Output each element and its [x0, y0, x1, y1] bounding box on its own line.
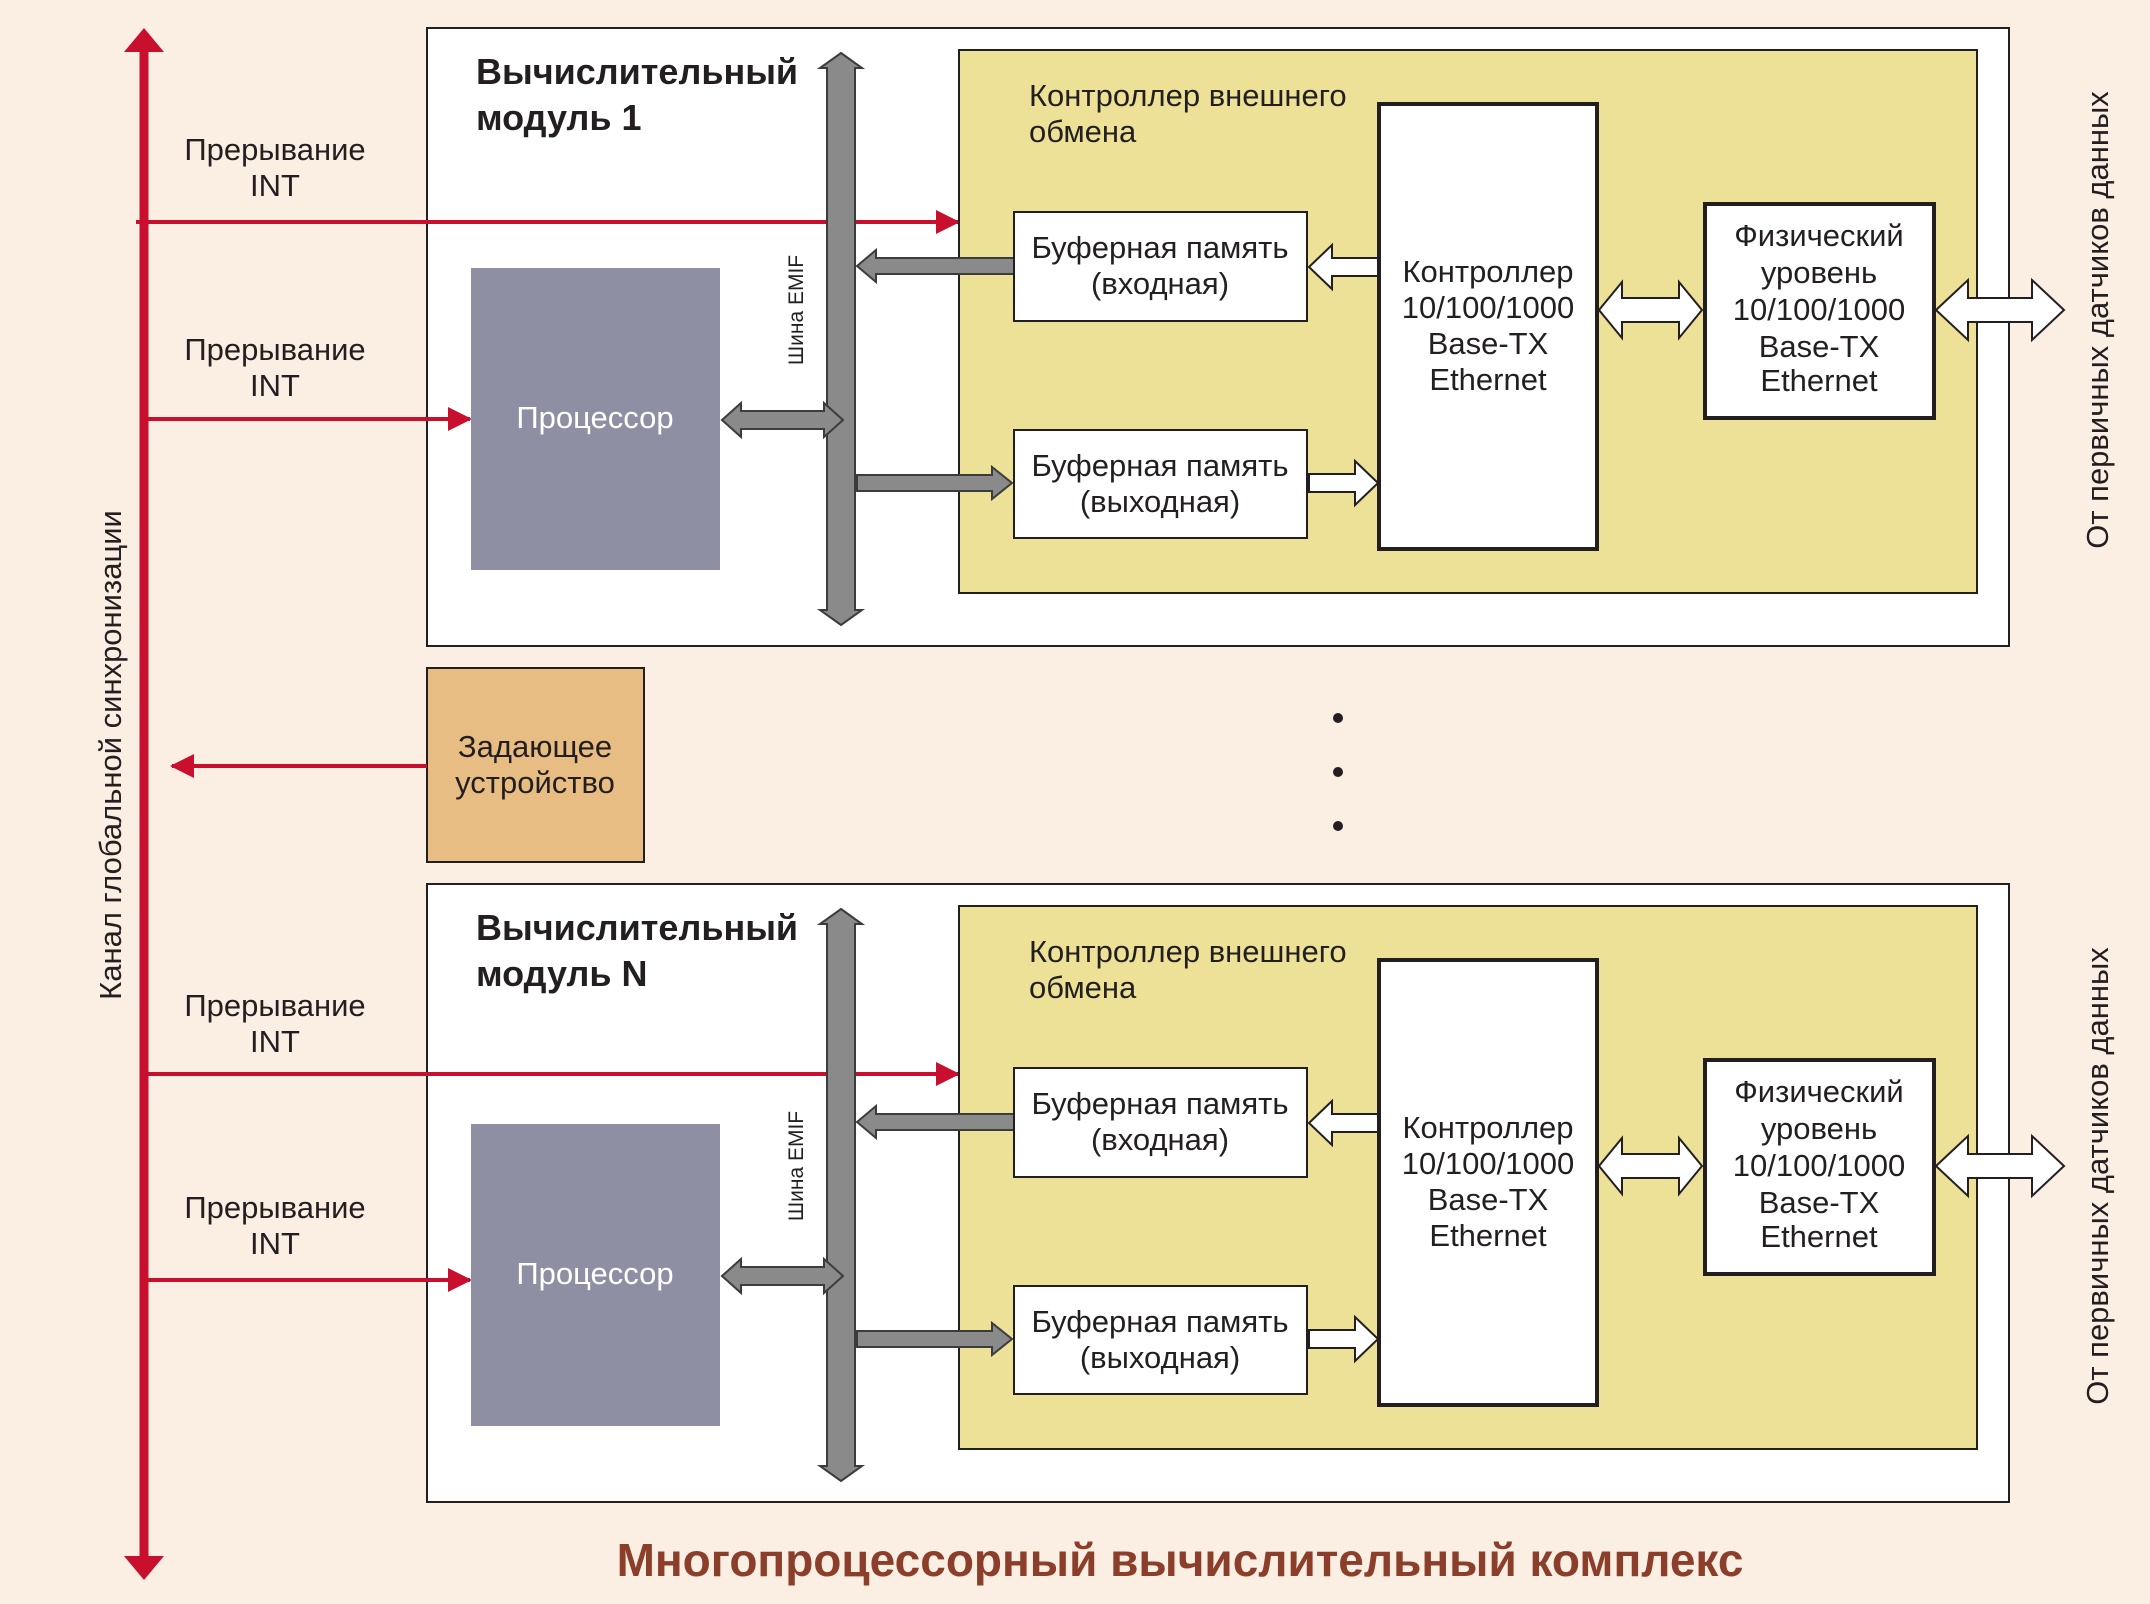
emif-bus-label: Шина EMIF — [785, 1111, 808, 1221]
output-buffer-box — [1013, 429, 1308, 539]
controller-title-line1: Контроллер внешнего — [1029, 78, 1347, 113]
phy-label-line3: 10/100/1000 — [1733, 1148, 1905, 1183]
ellipsis-dot — [1333, 713, 1343, 723]
processor-bus-arrow — [720, 1256, 845, 1296]
ethernet-controller-label-line3: Base-TX — [1428, 326, 1549, 361]
output-buffer-to-ethernet-arrow — [1308, 458, 1380, 508]
input-buffer-box — [1013, 211, 1308, 322]
output-buffer-label-line1: Буферная память — [1031, 448, 1288, 483]
phy-label-line3: 10/100/1000 — [1733, 292, 1905, 327]
interrupt-label-2-line2: INT — [250, 1226, 300, 1261]
phy-box — [1703, 202, 1936, 420]
bus-to-output-buffer-arrow — [856, 464, 1014, 502]
emif-bus — [816, 51, 866, 627]
interrupt-label-1-line2: INT — [250, 168, 300, 203]
controller-title-line2: обмена — [1029, 970, 1137, 1005]
interrupt-label-2-line1: Прерывание — [184, 1190, 365, 1225]
processor-label: Процессор — [516, 1256, 673, 1291]
sensor-link-arrow — [1934, 1133, 2066, 1199]
master-device-box — [426, 667, 645, 863]
module-title-line2: модуль N — [476, 953, 648, 994]
phy-label-line2: уровень — [1761, 1111, 1877, 1146]
module-ellipsis — [1333, 713, 1343, 831]
ethernet-controller-box — [1377, 958, 1599, 1407]
ethernet-controller-label-line1: Контроллер — [1402, 1110, 1573, 1145]
sync-channel-label: Канал глобальной синхронизации — [93, 510, 128, 1000]
controller-title-line2: обмена — [1029, 114, 1137, 149]
sync-channel-top-arrowhead — [124, 28, 164, 52]
output-buffer-label-line2: (выходная) — [1080, 484, 1240, 519]
master-device-label-line2: устройство — [455, 765, 615, 800]
computing-module-1: Вычислительный модуль 1 Прерывание INT П… — [136, 27, 2115, 647]
phy-box — [1703, 1058, 1936, 1276]
module-title-line2: модуль 1 — [476, 97, 642, 138]
sync-channel: Канал глобальной синхронизации — [93, 28, 164, 1580]
ellipsis-dot — [1333, 821, 1343, 831]
input-buffer-label-line2: (входная) — [1091, 266, 1229, 301]
phy-label-line5: Ethernet — [1760, 363, 1878, 398]
master-device: Задающее устройство — [170, 667, 645, 863]
ethernet-phy-arrow — [1597, 1135, 1704, 1197]
input-buffer-label-line1: Буферная память — [1031, 1086, 1288, 1121]
processor-box — [471, 268, 720, 570]
input-buffer-box — [1013, 1067, 1308, 1178]
ethernet-controller-box — [1377, 102, 1599, 551]
input-buffer-label-line1: Буферная память — [1031, 230, 1288, 265]
ethernet-phy-arrow — [1597, 279, 1704, 341]
interrupt-label-2-line2: INT — [250, 368, 300, 403]
output-buffer-box — [1013, 1285, 1308, 1395]
interrupt-label-1-line2: INT — [250, 1024, 300, 1059]
processor-box — [471, 1124, 720, 1426]
phy-label-line1: Физический — [1734, 218, 1904, 253]
ethernet-controller-label-line2: 10/100/1000 — [1402, 1146, 1574, 1181]
phy-label-line4: Base-TX — [1759, 1185, 1880, 1220]
output-buffer-label-line2: (выходная) — [1080, 1340, 1240, 1375]
interrupt-label-1-line1: Прерывание — [184, 132, 365, 167]
output-buffer-to-ethernet-arrow — [1308, 1314, 1380, 1364]
interrupt-label-2-line1: Прерывание — [184, 332, 365, 367]
output-buffer-label-line1: Буферная память — [1031, 1304, 1288, 1339]
master-device-label-line1: Задающее — [458, 729, 612, 764]
module-title-line1: Вычислительный — [476, 51, 798, 92]
controller-title-line1: Контроллер внешнего — [1029, 934, 1347, 969]
diagram-title: Многопроцессорный вычислительный комплек… — [617, 1534, 1744, 1586]
module-title-line1: Вычислительный — [476, 907, 798, 948]
interrupt-label-1-line1: Прерывание — [184, 988, 365, 1023]
emif-bus-label: Шина EMIF — [785, 255, 808, 365]
ethernet-controller-label-line4: Ethernet — [1429, 362, 1547, 397]
sync-channel-bottom-arrowhead — [124, 1556, 164, 1580]
emif-bus — [816, 907, 866, 1483]
ethernet-controller-label-line2: 10/100/1000 — [1402, 290, 1574, 325]
ethernet-controller-label-line1: Контроллер — [1402, 254, 1573, 289]
phy-label-line5: Ethernet — [1760, 1219, 1878, 1254]
sensor-link-arrow — [1934, 277, 2066, 343]
sensor-label: От первичных датчиков данных — [2080, 947, 2115, 1405]
ellipsis-dot — [1333, 767, 1343, 777]
processor-label: Процессор — [516, 400, 673, 435]
input-buffer-label-line2: (входная) — [1091, 1122, 1229, 1157]
ethernet-controller-label-line4: Ethernet — [1429, 1218, 1547, 1253]
phy-label-line4: Base-TX — [1759, 329, 1880, 364]
bus-to-output-buffer-arrow — [856, 1320, 1014, 1358]
processor-bus-arrow — [720, 400, 845, 440]
phy-label-line1: Физический — [1734, 1074, 1904, 1109]
computing-module-n: Вычислительный модуль N Прерывание INT П… — [148, 883, 2115, 1503]
ethernet-controller-label-line3: Base-TX — [1428, 1182, 1549, 1217]
phy-label-line2: уровень — [1761, 255, 1877, 290]
sensor-label: От первичных датчиков данных — [2080, 91, 2115, 549]
